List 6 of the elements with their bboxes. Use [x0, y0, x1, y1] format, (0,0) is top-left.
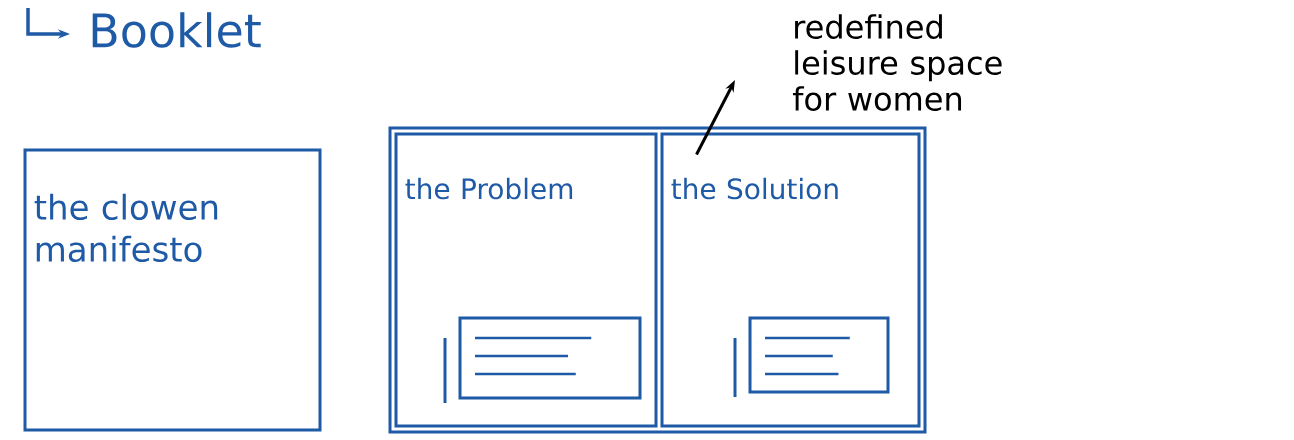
cover-page: the clowen manifesto — [23, 148, 322, 432]
title: Booklet — [92, 12, 261, 48]
page: the Solution — [660, 132, 921, 428]
booklet-spread — [388, 126, 927, 434]
note-text: redefined leisure space for women — [792, 14, 1002, 111]
page: the Problem — [394, 132, 658, 428]
